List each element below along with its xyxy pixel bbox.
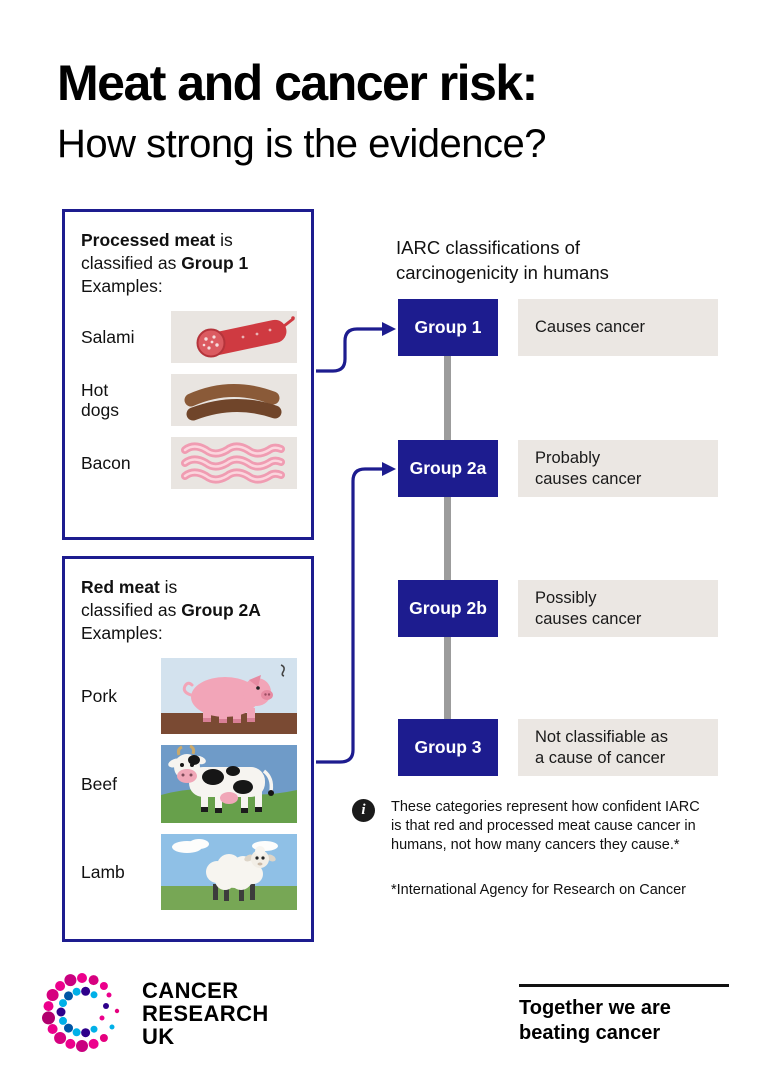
- salami-label: Salami: [81, 327, 135, 348]
- group-2a-description: Probably causes cancer: [518, 440, 718, 497]
- tagline-rule: [519, 984, 729, 987]
- group-3-pill: Group 3: [398, 719, 498, 776]
- bacon-label: Bacon: [81, 453, 131, 474]
- arrow-processed-to-group1: [316, 327, 383, 373]
- cancer-research-uk-logo-icon: [42, 973, 120, 1052]
- group-2a-pill: Group 2a: [398, 440, 498, 497]
- hot-dogs-illustration: [171, 374, 297, 427]
- red-meat-term: Red meat: [81, 577, 160, 597]
- red-meat-heading: Red meat is classified as Group 2A: [81, 576, 297, 622]
- iarc-footnote: *International Agency for Research on Ca…: [391, 882, 687, 898]
- confidence-note: These categories represent how confident…: [391, 799, 700, 854]
- page-subtitle: How strong is the evidence?: [57, 122, 547, 166]
- group-2b-description: Possibly causes cancer: [518, 580, 718, 637]
- hot-dogs-label: Hot dogs: [81, 380, 119, 421]
- tagline: Together we are beating cancer: [519, 997, 671, 1045]
- list-item-lamb: Lamb: [81, 834, 297, 911]
- pork-label: Pork: [81, 686, 117, 707]
- arrow-red-meat-to-group2a: [316, 467, 383, 764]
- arrow-head-group2a-icon: [382, 462, 396, 476]
- processed-meat-group: Group 1: [181, 253, 249, 274]
- processed-meat-heading: Processed meat is classified as Group 1: [81, 229, 297, 275]
- list-item-hot-dogs: Hot dogs: [81, 374, 297, 427]
- group-1-description: Causes cancer: [518, 299, 718, 356]
- group-connector-line: [444, 328, 451, 748]
- group-2b-pill: Group 2b: [398, 580, 498, 637]
- red-meat-group: Group 2A: [181, 600, 261, 621]
- cow-illustration: [161, 745, 297, 824]
- red-meat-middle-text: is classified as: [81, 577, 178, 621]
- processed-meat-term: Processed meat: [81, 230, 216, 250]
- red-meat-box: Red meat is classified as Group 2A Examp…: [62, 556, 314, 942]
- red-meat-items: Pork Beef: [81, 658, 297, 911]
- iarc-heading: IARC classifications of carcinogenicity …: [396, 237, 609, 283]
- lamb-illustration: [161, 834, 297, 911]
- bacon-illustration: [171, 437, 297, 490]
- list-item-salami: Salami: [81, 311, 297, 364]
- red-meat-examples-label: Examples:: [81, 623, 163, 644]
- page-title: Meat and cancer risk:: [57, 55, 538, 111]
- processed-meat-middle-text: is classified as: [81, 230, 233, 274]
- processed-meat-box: Processed meat is classified as Group 1 …: [62, 209, 314, 540]
- salami-illustration: [171, 311, 297, 364]
- processed-examples-label: Examples:: [81, 276, 163, 297]
- beef-label: Beef: [81, 774, 117, 795]
- cancer-research-uk-wordmark: CANCER RESEARCH UK: [142, 978, 269, 1050]
- list-item-bacon: Bacon: [81, 437, 297, 490]
- group-3-description: Not classifiable as a cause of cancer: [518, 719, 718, 776]
- info-icon: i: [352, 799, 375, 822]
- lamb-label: Lamb: [81, 862, 125, 883]
- list-item-beef: Beef: [81, 745, 297, 824]
- processed-items: Salami Hot dogs: [81, 311, 297, 490]
- list-item-pork: Pork: [81, 658, 297, 735]
- arrow-head-group1-icon: [382, 322, 396, 336]
- group-1-pill: Group 1: [398, 299, 498, 356]
- pig-illustration: [161, 658, 297, 735]
